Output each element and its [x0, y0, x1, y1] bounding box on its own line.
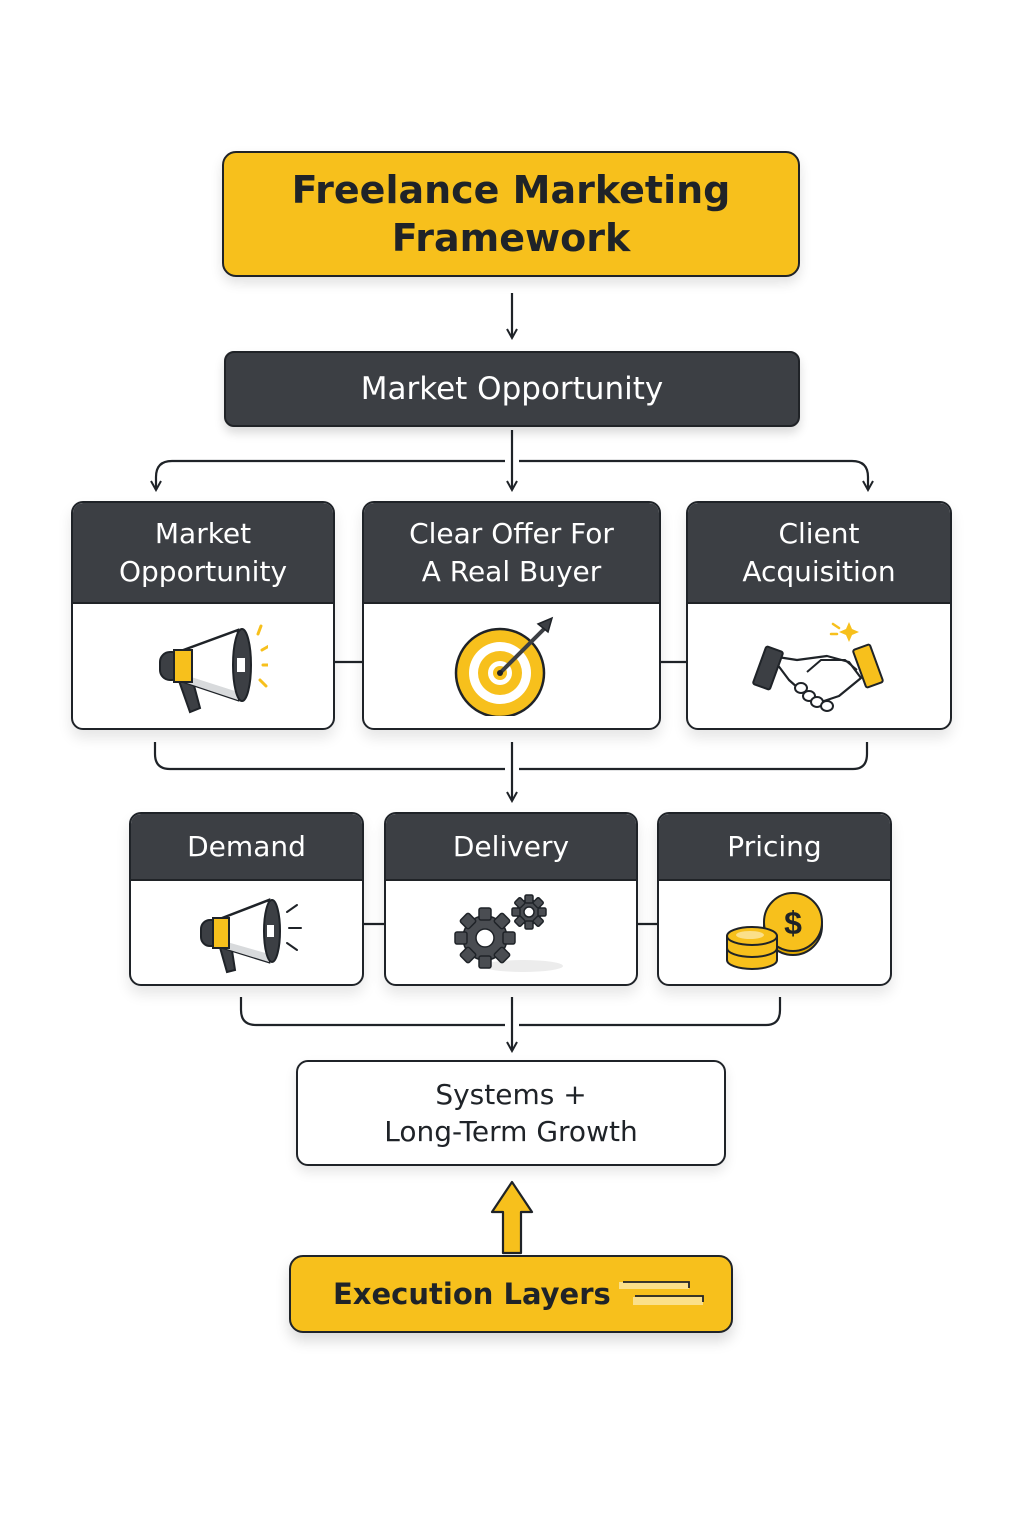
execution-layers-box: Execution Layers [289, 1255, 733, 1333]
card-body [688, 604, 950, 728]
systems-growth-box: Systems + Long-Term Growth [296, 1060, 726, 1166]
card-delivery: Delivery [384, 812, 638, 986]
layers-icon [618, 1281, 704, 1305]
card-body [131, 881, 362, 984]
card-title: Delivery [452, 830, 570, 863]
card-title: Demand [187, 830, 306, 863]
title-line-1: Freelance Marketing [291, 168, 731, 212]
card-body [386, 881, 636, 984]
svg-text:$: $ [784, 905, 802, 941]
megaphone-icon [159, 624, 268, 714]
market-opportunity-label: Market Opportunity [360, 371, 664, 407]
card-title-line-1: Client [778, 516, 860, 550]
card-title-line-2: A Real Buyer [421, 554, 602, 588]
systems-line-2: Long-Term Growth [384, 1115, 638, 1148]
card-body [73, 604, 333, 728]
market-opportunity-stage: Market Opportunity [224, 351, 800, 427]
card-pricing: Pricing $ [657, 812, 892, 986]
merge-row2 [239, 997, 782, 1027]
systems-line-1: Systems + [435, 1078, 587, 1111]
card-clear-offer: Clear Offer For A Real Buyer [362, 501, 661, 730]
card-title-line-1: Clear Offer For [409, 516, 614, 550]
title-line-2: Framework [391, 216, 631, 260]
card-body: $ [659, 881, 890, 984]
framework-title: Freelance Marketing Framework [222, 151, 800, 277]
card-header: Clear Offer For A Real Buyer [364, 503, 659, 604]
card-header: Delivery [386, 814, 636, 881]
card-title-line-2: Opportunity [118, 554, 288, 588]
target-icon [454, 616, 553, 716]
gears-icon [454, 894, 563, 972]
branch-left [156, 459, 505, 490]
merge-row1 [153, 742, 869, 771]
handshake-icon [752, 622, 884, 712]
card-demand: Demand [129, 812, 364, 986]
branch-right [519, 459, 868, 490]
execution-up-arrow [490, 1180, 534, 1255]
card-title-line-1: Market [154, 516, 252, 550]
card-header: Pricing [659, 814, 890, 881]
card-title-line-2: Acquisition [742, 554, 896, 588]
card-title: Pricing [727, 830, 822, 863]
coins-icon: $ [725, 892, 823, 970]
card-header: Demand [131, 814, 362, 881]
card-body [364, 604, 659, 728]
megaphone-icon [199, 898, 302, 974]
execution-layers-label: Execution Layers [333, 1277, 611, 1311]
